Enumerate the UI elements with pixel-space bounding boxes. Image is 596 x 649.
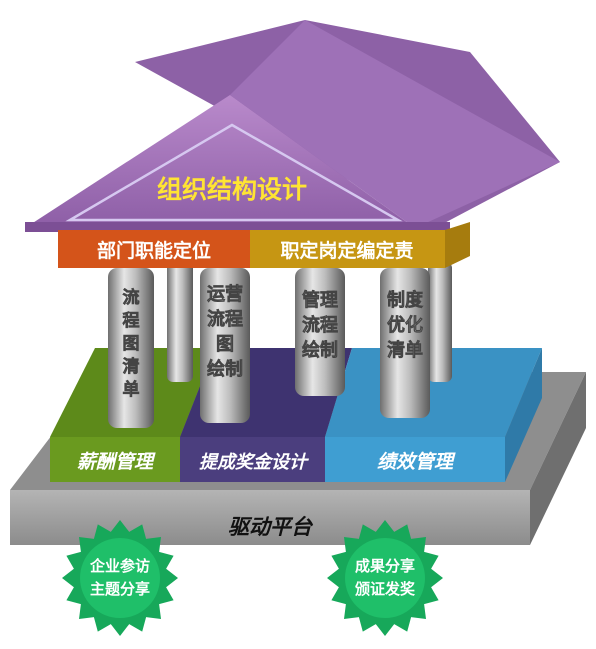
pillar-p1-line: 单 <box>123 379 140 400</box>
back-pillar-right <box>428 262 452 382</box>
pillar-p3-line: 绘制 <box>302 339 338 361</box>
beam-label-post: 职定岗定编定责 <box>280 239 413 262</box>
beam-right-side <box>445 222 470 268</box>
pillar-p4-line: 清单 <box>387 339 423 361</box>
floor-blue-side <box>505 348 542 482</box>
pillar-p4-line: 优化 <box>387 314 423 336</box>
floor-label-salary: 薪酬管理 <box>77 451 156 473</box>
roof-title: 组织结构设计 <box>157 175 307 204</box>
roof-inner-outline <box>65 123 403 222</box>
floor-purple-front <box>180 437 325 482</box>
pillar-p3-line: 流程 <box>302 314 338 336</box>
pillar-p1-line: 程 <box>123 311 140 331</box>
pillar-p2-line: 流程 <box>207 308 243 330</box>
gear-right-line1: 成果分享 <box>355 557 415 575</box>
pillar-1 <box>108 268 154 428</box>
floor-blue-front <box>325 437 505 482</box>
back-pillar-left <box>167 262 193 382</box>
pillar-2 <box>200 268 250 423</box>
pillar-p1-line: 图 <box>123 334 140 354</box>
pillar-p4-line: 制度 <box>387 289 424 311</box>
roof: 组织结构设计 <box>25 20 560 232</box>
gear-right-center <box>345 538 425 618</box>
beam-right <box>250 230 445 268</box>
gear-right: 成果分享 颁证发奖 <box>327 520 443 636</box>
platform-label: 驱动平台 <box>228 515 314 539</box>
pillar-p2-line: 图 <box>216 334 234 355</box>
gear-left-center <box>80 538 160 618</box>
beams: 部门职能定位 职定岗定编定责 <box>58 222 470 268</box>
pillar-p2-line: 运营 <box>207 283 243 305</box>
floor-green-front <box>50 437 180 482</box>
gear-left: 企业参访 主题分享 <box>62 520 178 636</box>
floor-label-bonus: 提成奖金设计 <box>199 452 309 473</box>
beam-left <box>58 230 250 268</box>
gear-left-line1: 企业参访 <box>89 557 150 575</box>
gear-right-line2: 颁证发奖 <box>355 580 416 598</box>
roof-front-pediment <box>25 95 415 228</box>
pillar-4 <box>380 268 430 418</box>
roof-eave <box>25 222 450 232</box>
pillar-p1-line: 流 <box>123 287 140 308</box>
pillar-p1-line: 清 <box>123 356 140 377</box>
pillar-p2-line: 绘制 <box>207 358 243 380</box>
back-pillars <box>167 262 452 382</box>
pillar-3 <box>295 268 345 396</box>
platform-side <box>530 372 586 545</box>
floor-label-performance: 绩效管理 <box>377 451 456 473</box>
gear-left-line2: 主题分享 <box>90 580 150 598</box>
pillar-p3-line: 管理 <box>302 289 338 311</box>
beam-label-dept: 部门职能定位 <box>97 239 211 262</box>
roof-right-plane <box>230 20 560 228</box>
floor-blue-top <box>325 348 542 437</box>
